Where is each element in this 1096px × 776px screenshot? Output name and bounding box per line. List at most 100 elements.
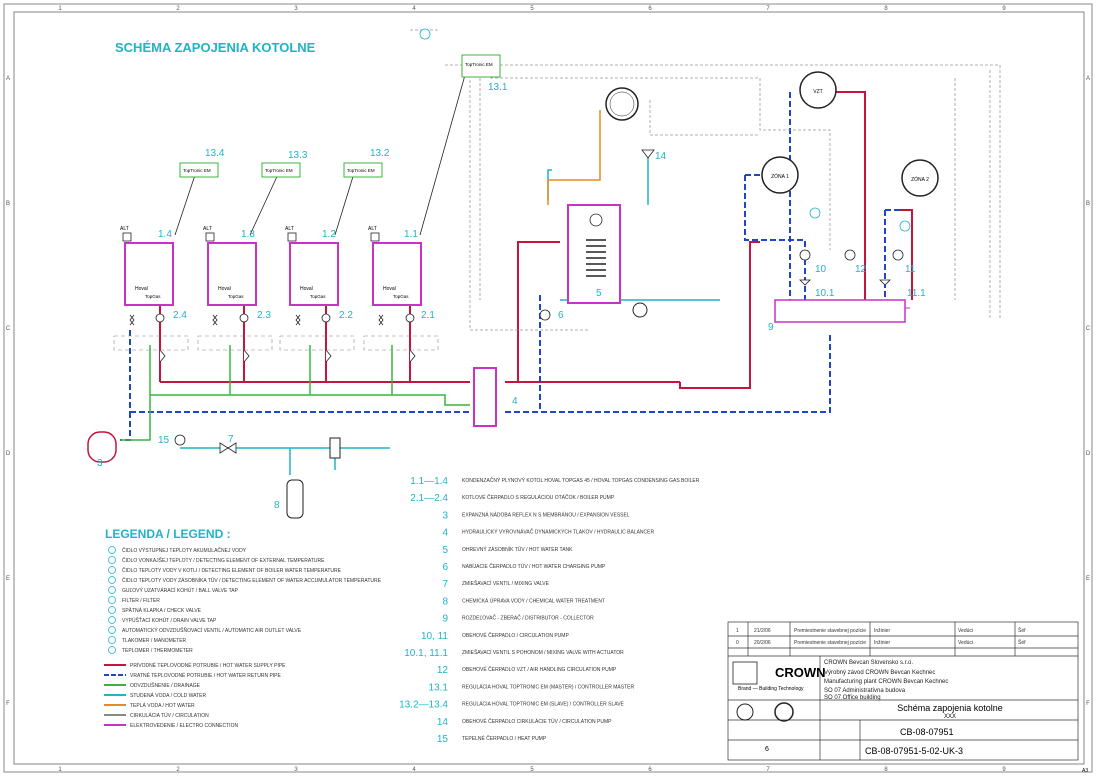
spec-text: CHEMICKÁ ÚPRAVA VODY / CHEMICAL WATER TR…: [462, 597, 605, 604]
water-treatment[interactable]: 8: [274, 479, 304, 519]
svg-text:12: 12: [855, 264, 867, 275]
grid-row-label: C: [1086, 326, 1091, 332]
boiler-enclosures: [113, 335, 439, 351]
spec-number: 12: [437, 665, 449, 676]
legend-symbol-icon: [108, 586, 116, 594]
spec-number: 15: [437, 734, 449, 745]
boiler-1.4[interactable]: Hoval TopGas 1.4 ALT: [120, 226, 174, 306]
grid-col-label: 4: [412, 767, 416, 773]
svg-text:10.1: 10.1: [815, 288, 835, 299]
grid-col-label: 5: [530, 6, 534, 12]
grid-col-label: 9: [1002, 6, 1006, 12]
control-wiring: [410, 29, 1001, 331]
svg-text:11.1: 11.1: [907, 288, 926, 299]
legend-symbol-icon: [108, 606, 116, 614]
controller-13.1[interactable]: TopTronic EM 13.1: [461, 54, 508, 93]
legend-item: ČIDLO TEPLOTY VODY ZÁSOBNÍKA TÚV / DETEC…: [122, 577, 382, 584]
svg-text:ZÓNA 2: ZÓNA 2: [911, 176, 929, 183]
svg-text:11: 11: [905, 264, 916, 275]
legend-item: SPÄTNÁ KLAPKA / CHECK VALVE: [122, 607, 202, 614]
grid-row-label: B: [6, 201, 10, 207]
heat-pump-15[interactable]: 15: [158, 434, 186, 446]
spec-text: NABÍJACIE ČERPADLO TÚV / HOT WATER CHARG…: [462, 563, 606, 570]
expansion-vessel[interactable]: 3: [87, 431, 117, 469]
grid-col-label: 2: [176, 6, 180, 12]
hydraulic-balancer[interactable]: 4: [473, 367, 518, 427]
revision-cell: Vedúci: [958, 640, 973, 646]
boiler-pump-labels: 2.4 2.3 2.2 2.1: [173, 310, 435, 321]
grid-col-label: 7: [766, 6, 770, 12]
legend-symbol-icon: [108, 626, 116, 634]
boiler-1.3[interactable]: Hoval TopGas 1.3 ALT: [203, 226, 257, 306]
boiler-1.2[interactable]: Hoval TopGas 1.2 ALT: [285, 226, 339, 306]
spec-text: EXPANZNÁ NÁDOBA REFLEX N S MEMBRÁNOU / E…: [462, 511, 630, 518]
mixing-valve-7[interactable]: 7: [219, 434, 237, 454]
grid-row-label: B: [1086, 201, 1090, 207]
legend-line-label: ELEKTROVEDENIE / ELECTRO CONNECTION: [130, 723, 238, 729]
spec-text: OBEHOVÉ ČERPADLO VZT / AIR HANDLING CIRC…: [462, 666, 617, 673]
spec-text: OHREVNÝ ZÁSOBNÍK TÚV / HOT WATER TANK: [462, 546, 573, 553]
project-info: CROWN Bevcan Slovensko s.r.o. Výrobný zá…: [824, 660, 948, 701]
revision-cell: Inžinier: [874, 640, 890, 646]
grid-col-label: 7: [766, 767, 770, 773]
boiler-1.1[interactable]: Hoval TopGas 1.1 ALT: [368, 226, 422, 306]
grid-col-label: 1: [58, 6, 62, 12]
legend-item: VYPÚŠŤACÍ KOHÚT / DRAIN VALVE TAP: [122, 616, 217, 624]
svg-text:SO 07 Administratívna budova: SO 07 Administratívna budova: [824, 688, 906, 694]
controller-number: 13.4: [205, 148, 225, 159]
svg-text:10: 10: [815, 264, 827, 275]
distributor-collector[interactable]: 9: [768, 299, 906, 333]
grid-row-label: F: [6, 701, 10, 707]
legend-lines: PRÍVODNÉ TEPLOVODNÉ POTRUBIE / HOT WATER…: [104, 662, 286, 729]
controller-13.4[interactable]: TopTronic EM 13.4: [179, 148, 225, 178]
boiler-brand: Hoval: [218, 286, 231, 292]
company-name: CROWN: [775, 665, 826, 680]
revision-cell: Šéf: [1018, 639, 1026, 646]
grid-col-label: 6: [648, 6, 652, 12]
filter-box: [329, 437, 341, 459]
spec-number: 5: [442, 545, 448, 556]
grid-col-label: 8: [884, 767, 888, 773]
charging-pump[interactable]: 6: [539, 309, 564, 321]
callout-5: 5: [596, 288, 602, 299]
revision-cell: 0: [736, 640, 739, 646]
spec-text: HYDRAULICKÝ VYROVNÁVAČ DYNAMICKÝCH TLAKO…: [462, 529, 654, 536]
circulation-pump-14[interactable]: 14: [641, 149, 667, 162]
svg-text:2.2: 2.2: [339, 310, 353, 321]
boiler-brand: Hoval: [135, 286, 148, 292]
grid-col-label: 6: [648, 767, 652, 773]
controller-number: 13.3: [288, 150, 308, 161]
drawing-sub: XXX: [944, 714, 956, 720]
legend-symbol-icon: [108, 596, 116, 604]
spec-text: ROZDEĽOVAČ - ZBERAČ / DISTRIBUTOR - COLL…: [462, 615, 594, 622]
room-vzt: VZT: [799, 71, 837, 109]
company-logo: CROWN Brand — Building Technology: [732, 661, 826, 722]
spec-text: OBEHOVÉ ČERPADLO / CIRCULATION PUMP: [462, 632, 569, 639]
expansion-small: [632, 302, 648, 318]
grid-row-label: D: [6, 451, 11, 457]
grid-row-label: D: [1086, 451, 1091, 457]
alt-label: ALT: [285, 226, 294, 232]
revision-cell: Šéf: [1018, 627, 1026, 634]
spec-number: 14: [437, 717, 449, 728]
controller-label: TopTronic EM: [265, 168, 293, 173]
controller-13.3[interactable]: TopTronic EM 13.3: [261, 150, 308, 178]
legend-line-label: VRATNÉ TEPLOVODNÉ POTRUBIE / HOT WATER R…: [130, 672, 282, 679]
svg-text:2.3: 2.3: [257, 310, 271, 321]
controller-13.2[interactable]: TopTronic EM 13.2: [343, 148, 390, 178]
legend-item: GUĽOVÝ UZATVÁRACÍ KOHÚT / BALL VALVE TAP: [122, 587, 239, 594]
svg-text:SO 07 Office building: SO 07 Office building: [824, 695, 881, 701]
hot-water-tank[interactable]: 5: [567, 204, 621, 304]
revision-cell: Premiestnenie stavebnej pozície: [794, 640, 866, 646]
grid-row-label: A: [1086, 76, 1090, 82]
spec-text: KONDENZAČNÝ PLYNOVÝ KOTOL HOVAL TOPGAS 4…: [462, 477, 700, 484]
boiler-model: TopGas: [145, 294, 161, 299]
legend-item: FILTER / FILTER: [122, 598, 160, 604]
legend-symbol-icon: [108, 566, 116, 574]
drawing-short-number: CB-08-07951: [900, 727, 954, 737]
legend-line-label: CIRKULÁCIA TÚV / CIRCULATION: [130, 712, 209, 719]
legend-symbol-icon: [108, 646, 116, 654]
spec-text: TEPELNÉ ČERPADLO / HEAT PUMP: [462, 735, 547, 742]
boiler-brand: Hoval: [300, 286, 313, 292]
